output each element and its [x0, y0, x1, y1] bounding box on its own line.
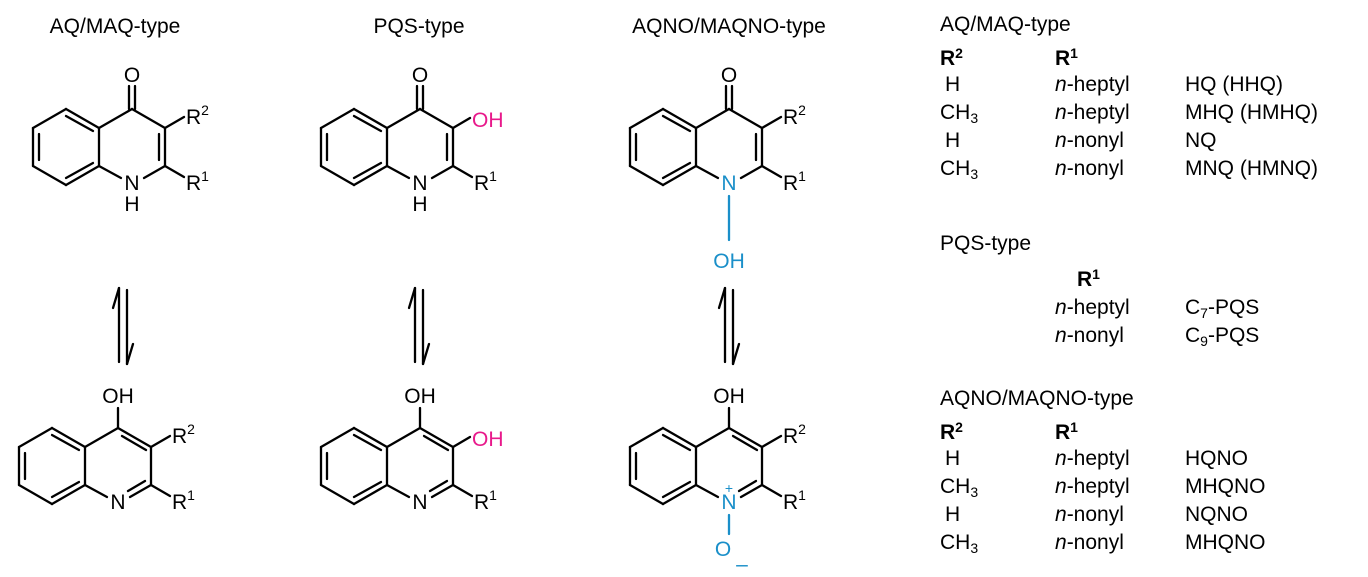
legend-aq-row-r1: n-nonyl: [1055, 157, 1124, 180]
aqno-keto-structure: O N OH R2 R1: [628, 64, 806, 273]
aqno-n-oxide-structure: OH N + O – R2 R1: [628, 385, 806, 576]
hydroxyl-highlight: OH: [472, 109, 504, 132]
substituent-r1: R1: [172, 487, 195, 514]
title-pqs: PQS-type: [373, 15, 464, 38]
legend-aqno-row-r2: CH3: [940, 475, 979, 500]
legend-aqno-row-name: MHQNO: [1185, 475, 1266, 498]
legend-aq-header-r2: R2: [940, 45, 963, 70]
legend-aqno-row-name: NQNO: [1185, 503, 1248, 526]
legend-aq-row-r2: CH3: [940, 101, 979, 126]
legend-aqno-row-r2: H: [945, 447, 961, 470]
title-aq-maq: AQ/MAQ-type: [50, 15, 181, 38]
substituent-r2: R2: [186, 102, 209, 129]
atom-oh: OH: [404, 385, 436, 408]
equilibrium-arrow-aqno: [717, 286, 741, 366]
equilibrium-arrow-aq: [111, 286, 135, 366]
legend-aqno-row-r1: n-nonyl: [1055, 503, 1124, 526]
atom-n: N: [412, 172, 427, 195]
legend-aq-header-r1: R1: [1055, 45, 1078, 70]
legend-aqno-title: AQNO/MAQNO-type: [940, 387, 1134, 410]
legend-pqs-row-name: C7-PQS: [1185, 296, 1260, 321]
substituent-r1: R1: [474, 168, 497, 195]
substituent-r1: R1: [186, 168, 209, 195]
atom-n: N: [124, 172, 139, 195]
substituent-r1: R1: [783, 487, 806, 514]
legend-aqno-row-r1: n-heptyl: [1055, 475, 1130, 498]
legend-pqs-title: PQS-type: [940, 232, 1032, 255]
legend-aq-row-name: MNQ (HMNQ): [1185, 157, 1318, 180]
aq-enol-structure: OH N R2 R1: [17, 385, 195, 514]
pqs-enol-structure: OH OH N R1: [319, 385, 504, 514]
legend-aq-row-name: MHQ (HMHQ): [1185, 101, 1318, 124]
legend-aqno-maqno: AQNO/MAQNO-type R2 R1 H n-heptyl HQNO CH…: [940, 388, 1365, 577]
substituent-r1: R1: [783, 168, 806, 195]
legend-aqno-header-r1: R1: [1055, 419, 1078, 444]
legend-pqs-row-r1: n-nonyl: [1055, 324, 1124, 347]
legend-aq-row-name: NQ: [1185, 129, 1217, 152]
legend-aq-row-r2: H: [945, 129, 961, 152]
n-hydroxy-oh: OH: [713, 250, 745, 273]
pqs-keto-structure: O OH N H R1: [319, 64, 504, 216]
atom-o: O: [721, 64, 737, 87]
legend-aqno-row-r1: n-heptyl: [1055, 447, 1130, 470]
aq-keto-structure: O N H R2 R1: [31, 64, 209, 216]
substituent-r2: R2: [172, 421, 195, 448]
atom-oh: OH: [713, 385, 745, 408]
legend-aqno-row-r2: CH3: [940, 531, 979, 556]
atom-n: N: [412, 491, 427, 514]
n-oxide-minus-charge: –: [736, 553, 748, 576]
hydroxyl-highlight: OH: [472, 428, 504, 451]
atom-o: O: [124, 64, 140, 87]
n-oxide-plus-charge: +: [725, 480, 733, 496]
legend-aqno-row-r1: n-nonyl: [1055, 531, 1124, 554]
legend-aqno-header-r2: R2: [940, 419, 963, 444]
legend-aq-row-r1: n-heptyl: [1055, 73, 1130, 96]
substituent-r2: R2: [783, 421, 806, 448]
atom-h: H: [124, 193, 139, 216]
legend-aqno-row-name: HQNO: [1185, 447, 1248, 470]
legend-pqs-header-r1: R1: [1077, 266, 1100, 291]
legend-pqs: PQS-type R1 n-heptyl C7-PQS n-nonyl C9-P…: [940, 233, 1365, 363]
legend-aq-row-r1: n-nonyl: [1055, 129, 1124, 152]
legend-pqs-row-name: C9-PQS: [1185, 324, 1260, 349]
legend-aqno-row-name: MHQNO: [1185, 531, 1266, 554]
equilibrium-arrow-pqs: [407, 286, 431, 366]
n-oxide-n: N: [721, 491, 736, 514]
legend-aq-row-r2: H: [945, 73, 961, 96]
atom-h: H: [412, 193, 427, 216]
title-aqno-maqno: AQNO/MAQNO-type: [632, 15, 826, 38]
legend-aqno-row-r2: H: [945, 503, 961, 526]
n-oxide-o: O: [715, 538, 731, 561]
legend-aq-row-name: HQ (HHQ): [1185, 73, 1283, 96]
substituent-r2: R2: [783, 102, 806, 129]
atom-n: N: [110, 491, 125, 514]
legend-pqs-row-r1: n-heptyl: [1055, 296, 1130, 319]
atom-oh: OH: [102, 385, 134, 408]
legend-aq-row-r2: CH3: [940, 157, 979, 182]
substituent-r1: R1: [474, 487, 497, 514]
legend-aq-title: AQ/MAQ-type: [940, 13, 1071, 36]
atom-o: O: [412, 64, 428, 87]
legend-aq-row-r1: n-heptyl: [1055, 101, 1130, 124]
n-hydroxy-n: N: [721, 172, 736, 195]
legend-aq-maq: AQ/MAQ-type R2 R1 H n-heptyl HQ (HHQ) CH…: [940, 14, 1365, 214]
